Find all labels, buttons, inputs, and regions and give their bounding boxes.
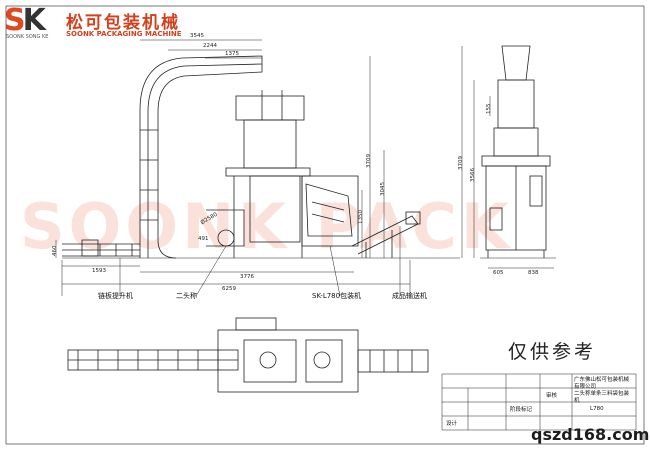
- logo-name-cn: 松可包装机械: [66, 13, 180, 33]
- site-url: qszd168.com: [531, 425, 650, 444]
- label-packer: SK-L780包装机: [312, 292, 362, 300]
- dim-3045: 3045: [380, 182, 386, 196]
- dim-838: 838: [528, 270, 539, 276]
- title-designer: 设计: [446, 421, 458, 427]
- logo-name-en: SOONK PACKAGING MACHINE: [66, 30, 182, 38]
- logo-subtitle: SOONK SONG KE: [6, 34, 49, 40]
- company-logo: SK SOONK SONG KE 松可包装机械 SOONK PACKAGING …: [4, 4, 184, 44]
- label-platform: 二头称: [176, 292, 197, 300]
- packing-machine: [301, 175, 359, 247]
- title-model: L780: [590, 406, 604, 412]
- title-drawing: 二头称单条三料袋包装机: [574, 391, 630, 404]
- dim-3566: 3566: [470, 168, 476, 182]
- top-view: [67, 317, 429, 393]
- dim-3776: 3776: [240, 274, 254, 280]
- dim-6259: 6259: [222, 286, 236, 292]
- label-lift: 链板提升机: [98, 292, 133, 300]
- bucket-elevator: [62, 55, 263, 259]
- dim-3709-left: 3709: [366, 154, 372, 168]
- title-company: 广东佛山松可包装机械有限公司: [574, 377, 630, 390]
- platform-weigher: [206, 90, 311, 258]
- side-view: [480, 45, 556, 259]
- dim-2244: 2244: [203, 43, 217, 49]
- reference-stamp: 仅供参考: [508, 341, 597, 363]
- title-checker: 阶段标记: [510, 407, 533, 413]
- logo-mark: SK: [4, 3, 46, 38]
- sheet-border: [5, 5, 645, 445]
- dim-1350: 1350: [358, 210, 364, 224]
- watermark-text: SOONK PACK: [20, 190, 513, 263]
- dim-3709-right: 3709: [458, 156, 464, 170]
- output-conveyor: [351, 211, 421, 258]
- title-block: [441, 373, 637, 431]
- dim-1375: 1375: [225, 51, 239, 57]
- dim-155: 155: [486, 103, 492, 115]
- dim-460: 460: [52, 245, 58, 257]
- side-dimension-lines: [461, 46, 554, 269]
- leader-lines: [119, 226, 401, 297]
- title-approved: 审核: [546, 393, 558, 399]
- dim-3545: 3545: [190, 33, 204, 39]
- dim-1593: 1593: [92, 268, 106, 274]
- label-conveyor: 成品输送机: [392, 292, 427, 300]
- dim-605: 605: [493, 270, 504, 276]
- dim-491: 491: [198, 236, 209, 242]
